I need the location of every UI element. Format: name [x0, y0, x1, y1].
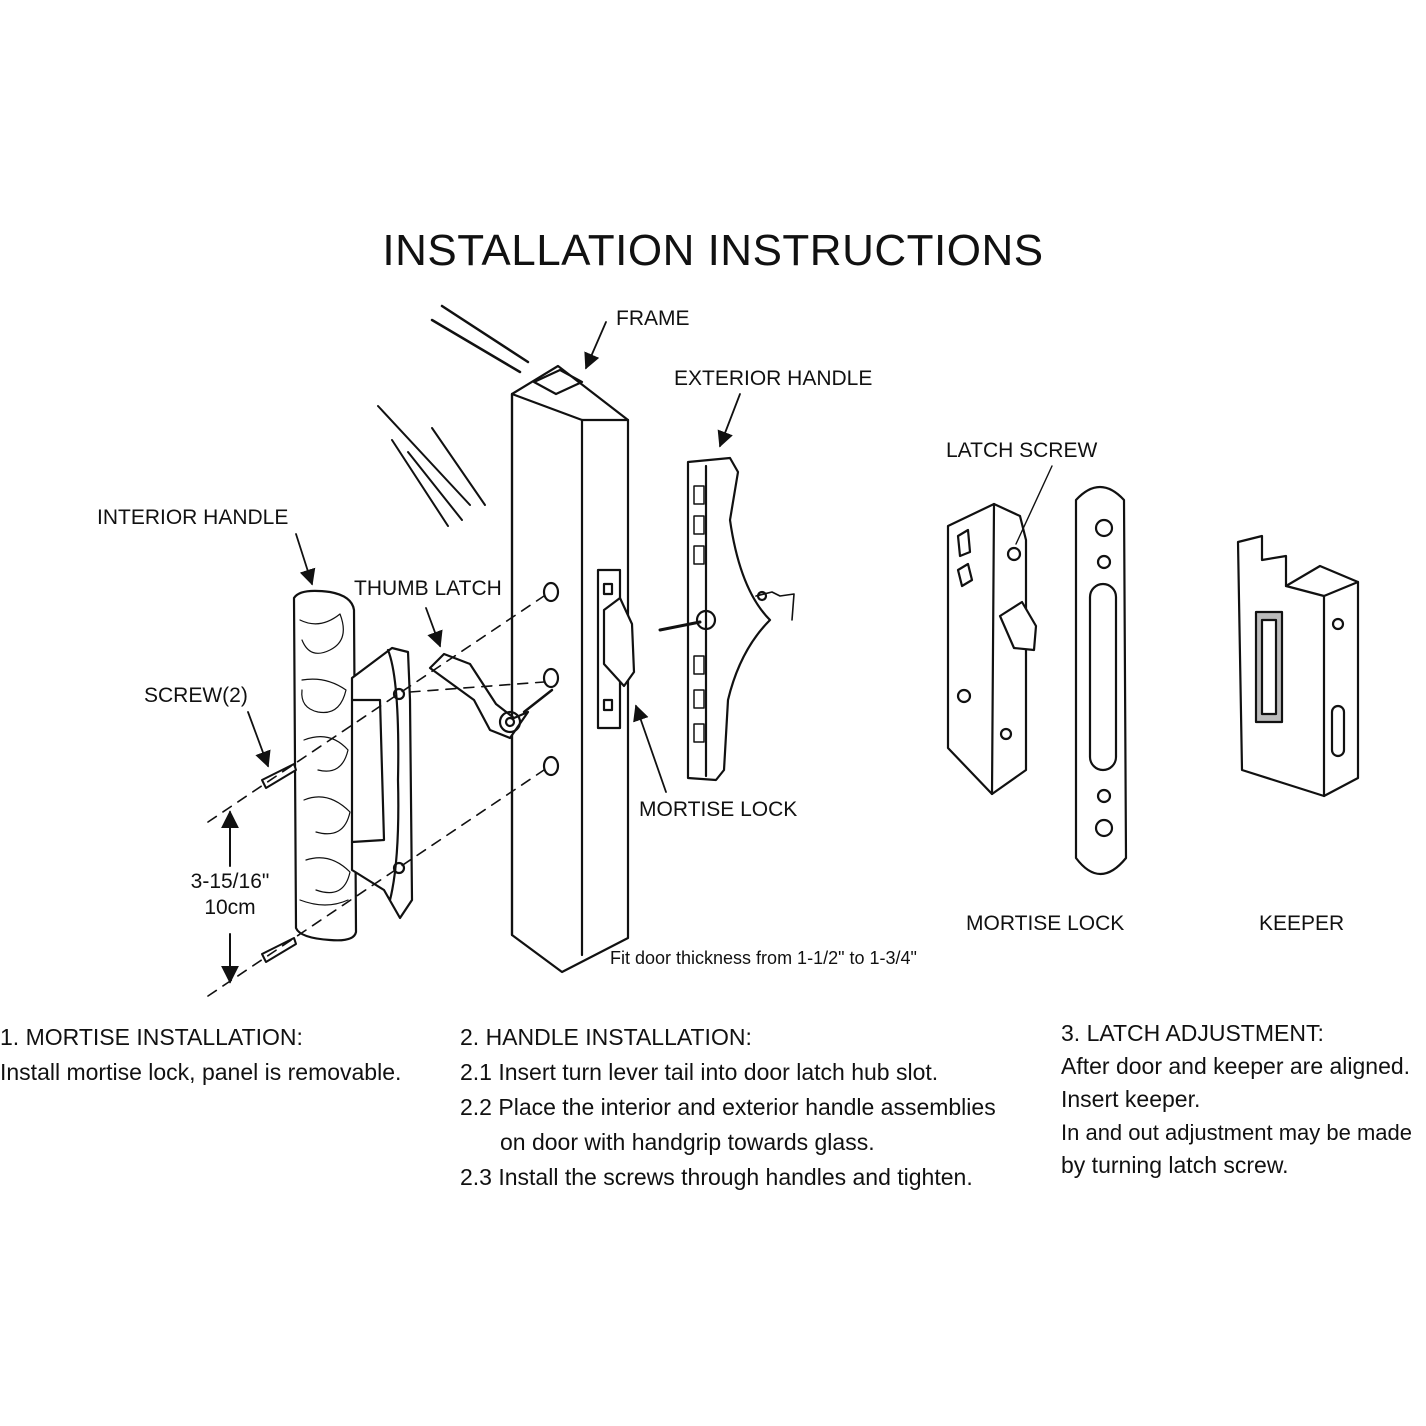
step-3-line-1: After door and keeper are aligned.: [1061, 1053, 1411, 1079]
step-2-line-3: on door with handgrip towards glass.: [500, 1129, 875, 1155]
step-3-heading: 3. LATCH ADJUSTMENT:: [1061, 1020, 1324, 1046]
interior-handle-drawing: [292, 589, 414, 942]
label-thumb-latch: THUMB LATCH: [354, 577, 502, 600]
step-2-line-4: 2.3 Install the screws through handles a…: [460, 1164, 973, 1190]
thumb-latch-drawing: [428, 652, 554, 740]
mortise-lock-drawing: [946, 485, 1128, 875]
exterior-handle-drawing: [658, 456, 795, 782]
instructions-step-2: 2. HANDLE INSTALLATION: 2.1 Insert turn …: [460, 1020, 996, 1195]
label-frame: FRAME: [616, 307, 690, 330]
label-dimension: 3-15/16" 10cm: [180, 871, 280, 918]
instructions-step-3: 3. LATCH ADJUSTMENT: After door and keep…: [1061, 1017, 1412, 1182]
dimension-inches: 3-15/16": [190, 870, 270, 893]
label-keeper: KEEPER: [1259, 912, 1345, 935]
step-1-line: Install mortise lock, panel is removable…: [0, 1059, 402, 1085]
step-2-line-1: 2.1 Insert turn lever tail into door lat…: [460, 1059, 939, 1085]
instructions-step-1: 1. MORTISE INSTALLATION: Install mortise…: [0, 1020, 401, 1090]
screws-drawing: [261, 763, 297, 963]
step-2-heading: 2. HANDLE INSTALLATION:: [460, 1024, 752, 1050]
step-3-line-4: by turning latch screw.: [1061, 1152, 1289, 1178]
label-exterior-handle: EXTERIOR HANDLE: [674, 367, 873, 390]
step-3-line-2: Insert keeper.: [1061, 1086, 1201, 1112]
door-frame: [510, 364, 636, 974]
step-2-line-2: 2.2 Place the interior and exterior hand…: [460, 1094, 996, 1120]
page-title: INSTALLATION INSTRUCTIONS: [382, 226, 1044, 275]
label-latch-screw: LATCH SCREW: [946, 439, 1098, 462]
alignment-lines: [207, 595, 545, 997]
step-3-line-3: In and out adjustment may be made: [1061, 1120, 1412, 1145]
dimension-cm: 10cm: [204, 896, 256, 919]
thickness-note: Fit door thickness from 1-1/2" to 1-3/4": [610, 948, 917, 968]
keeper-drawing: [1236, 534, 1360, 798]
step-1-heading: 1. MORTISE INSTALLATION:: [0, 1024, 303, 1050]
leader-arrows: [247, 321, 1053, 793]
label-interior-handle: INTERIOR HANDLE: [97, 506, 289, 529]
glass-panel: [377, 304, 530, 527]
label-mortise-lock-main: MORTISE LOCK: [639, 798, 798, 821]
label-mortise-lock-detail: MORTISE LOCK: [966, 912, 1125, 935]
label-screw: SCREW(2): [144, 684, 248, 707]
